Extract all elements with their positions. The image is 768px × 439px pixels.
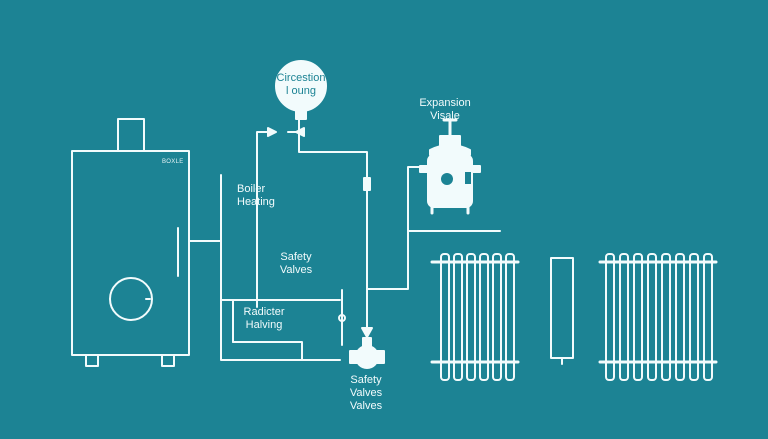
flow-arrow-icon xyxy=(267,127,373,338)
radiator-icon xyxy=(430,253,520,381)
boiler-icon xyxy=(71,118,190,367)
safety-valves-label: Safety Valves xyxy=(279,251,313,276)
radiator-panel-icon xyxy=(550,257,574,365)
pressure-gauge-icon xyxy=(275,60,327,120)
pipe-boiler-return xyxy=(220,174,341,361)
pipe-to-expansion xyxy=(366,166,429,290)
circulation-gauge-label: Circestion l oung xyxy=(276,72,326,97)
pipe-riser-left xyxy=(256,131,275,308)
expansion-vessel-label: Expansion Visale xyxy=(419,97,471,122)
pipe-loop xyxy=(232,341,303,361)
expansion-vessel-icon xyxy=(419,118,481,215)
safety-valves-lower-label: Safety Valves Valves xyxy=(349,374,383,412)
boiler-tag: BOXLE xyxy=(162,159,184,165)
radiator-halving-label: Radicter Halving xyxy=(243,306,285,331)
radiator-icon xyxy=(598,253,718,381)
boiler-heating-label: Boiler Heating xyxy=(237,183,275,208)
pump-valve-icon xyxy=(349,337,385,369)
pipe-gauge-drop xyxy=(298,116,368,346)
